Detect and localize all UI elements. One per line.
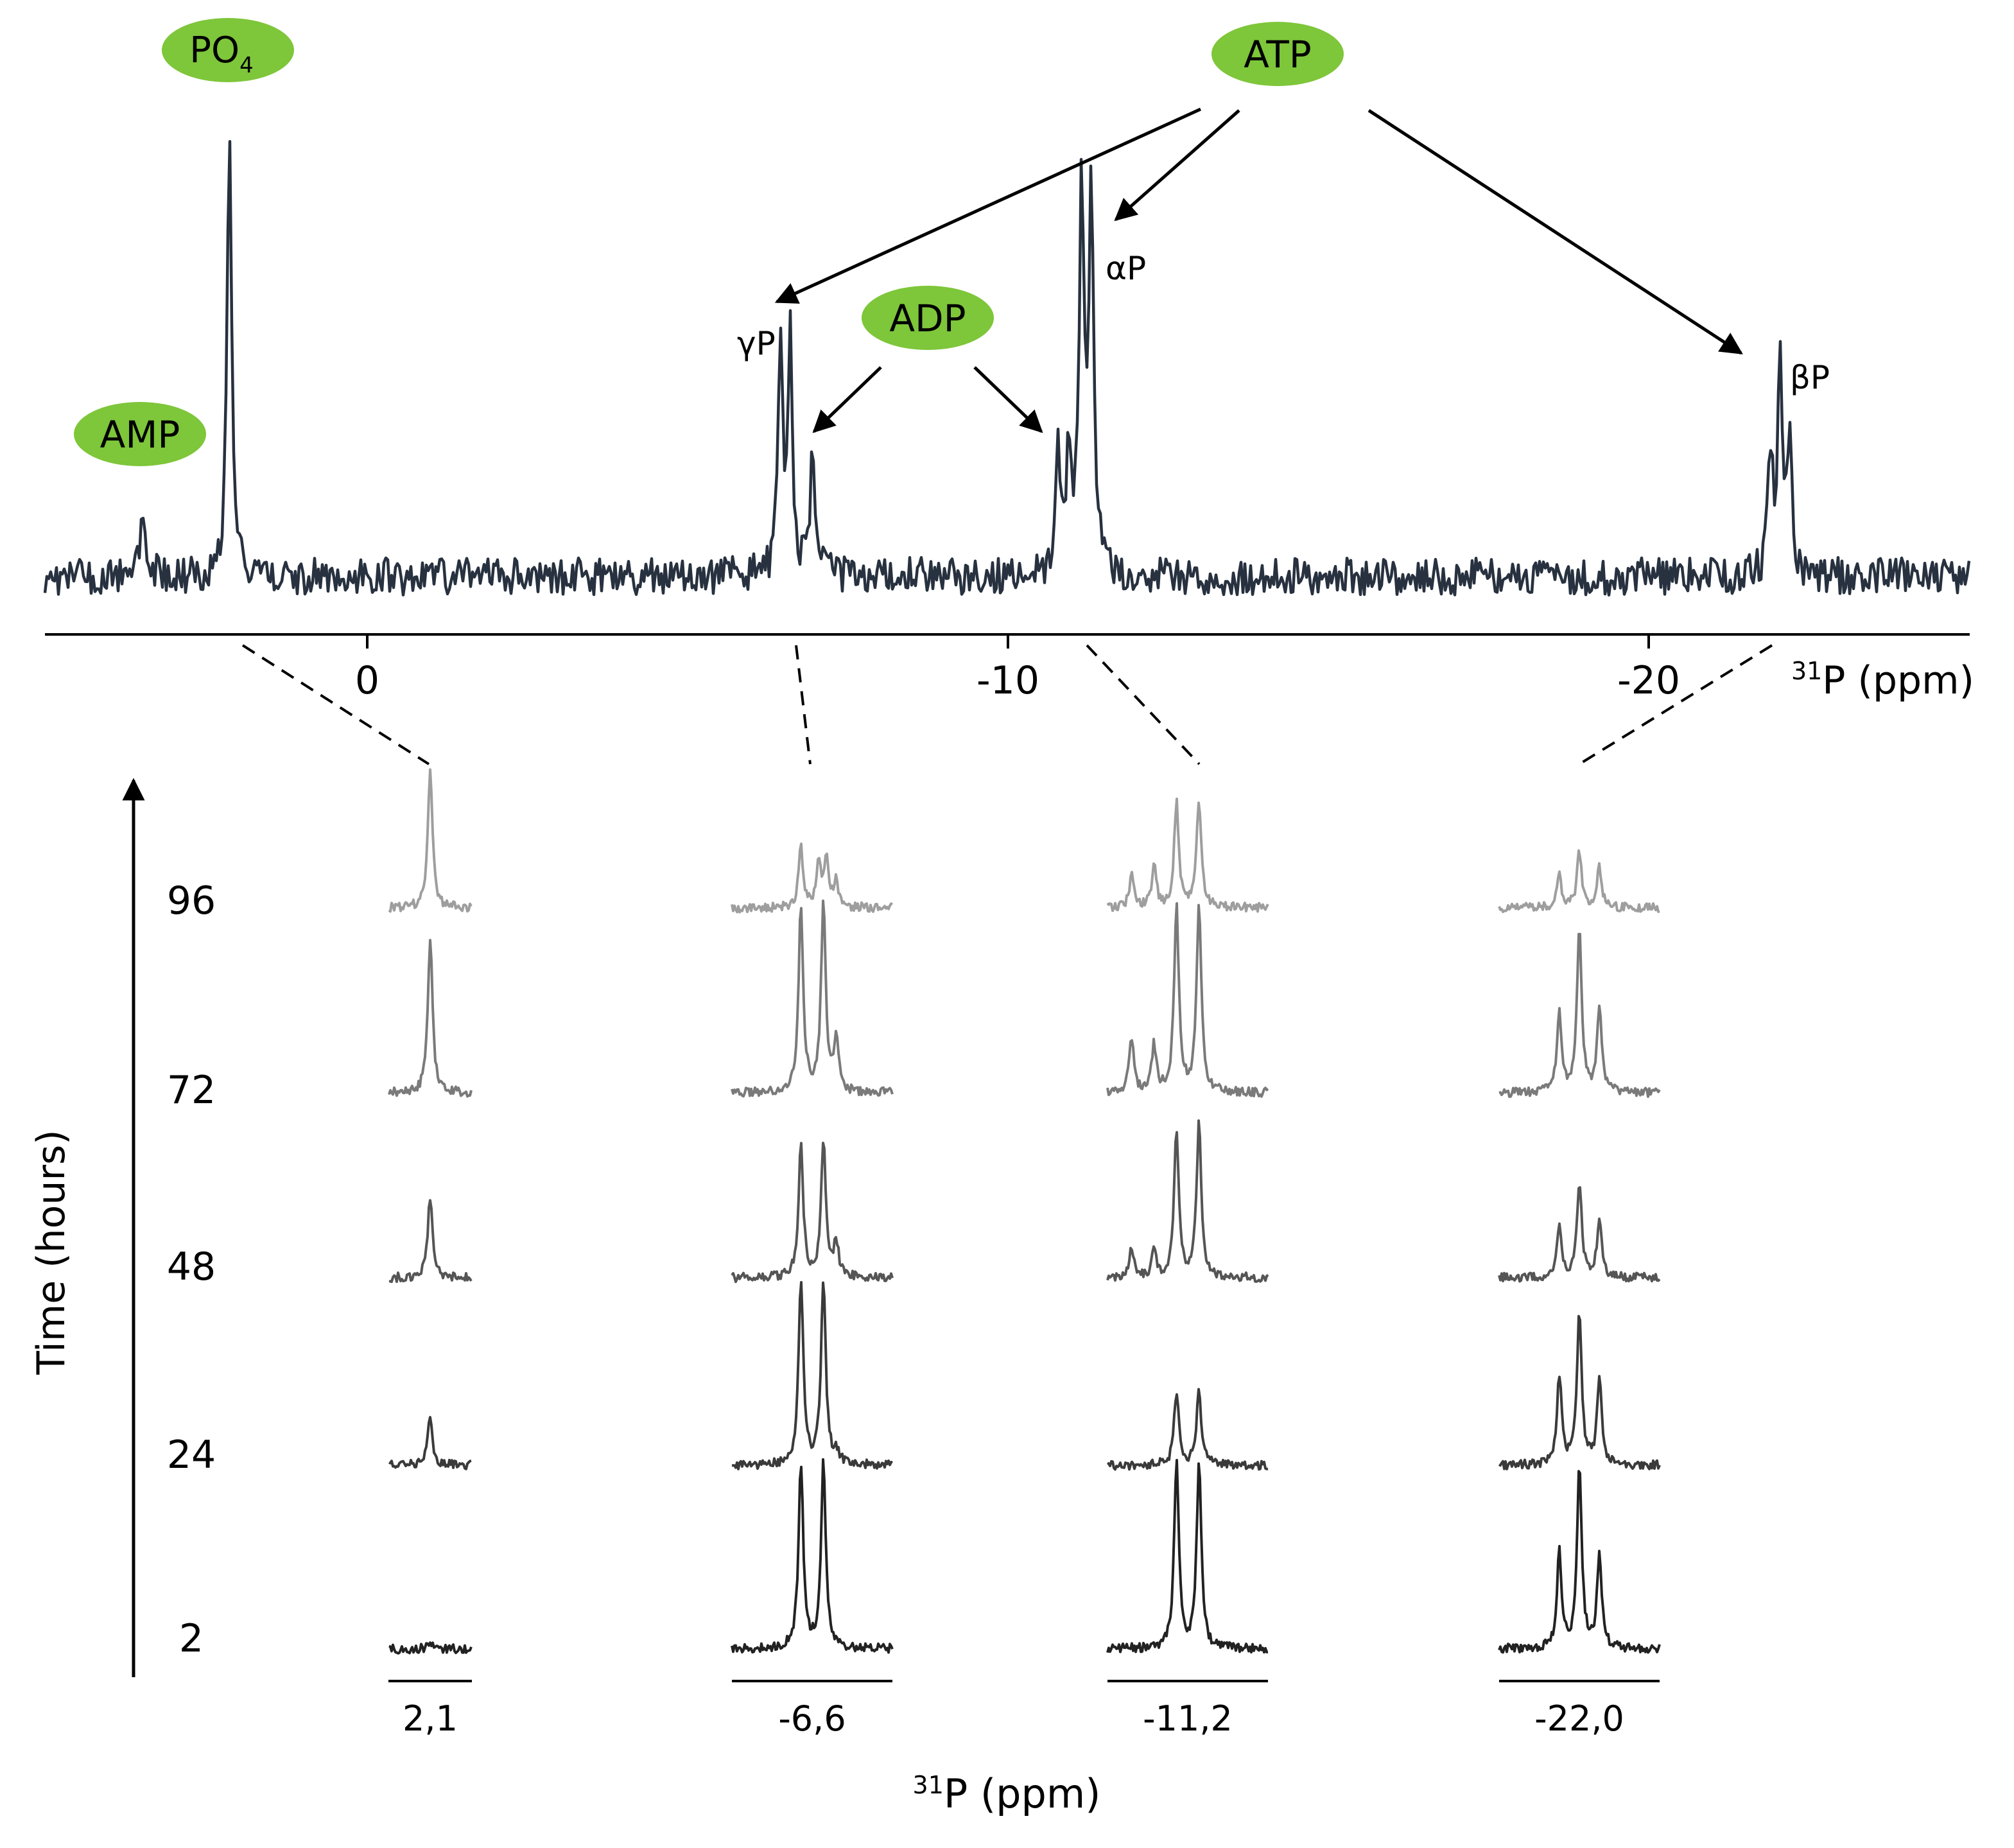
time-tick-2: 2 bbox=[179, 1616, 204, 1661]
alpha-p-label: αP bbox=[1106, 250, 1146, 287]
atp-badge: ATP bbox=[1211, 22, 1344, 86]
po4-badge-label-main: PO bbox=[189, 30, 239, 71]
amp-badge-label: AMP bbox=[100, 413, 180, 457]
beta-p-label: βP bbox=[1790, 359, 1830, 396]
top-x-axis-ticks bbox=[366, 634, 1650, 649]
subspectrum-window0-t48 bbox=[388, 1199, 473, 1284]
subspectrum-window3-t2 bbox=[1498, 1470, 1661, 1654]
bottom-x-axis-label-text: P (ppm) bbox=[944, 1770, 1101, 1817]
atp-to-gamma-arrow bbox=[774, 107, 1202, 304]
connector-po4 bbox=[241, 644, 430, 765]
top-spectrum-trace bbox=[43, 140, 1971, 597]
subspectrum-window3-t72 bbox=[1498, 932, 1661, 1098]
po4-badge: PO4 bbox=[162, 18, 294, 82]
bottom-x-axis-label-superscript: 31 bbox=[913, 1771, 944, 1799]
subspectrum-window2-t72 bbox=[1106, 902, 1269, 1098]
subspectrum-window0-t96 bbox=[388, 768, 473, 913]
subspectrum-window0-t24 bbox=[388, 1416, 472, 1470]
subspectrum-window2-t2 bbox=[1106, 1459, 1269, 1654]
subspectrum-window1-t48 bbox=[731, 1142, 894, 1284]
window-label-po4: 2,1 bbox=[403, 1698, 458, 1739]
subspectrum-window1-t2 bbox=[731, 1458, 894, 1654]
subspectrum-window2-t96 bbox=[1106, 798, 1269, 913]
bottom-x-axis-label: 31P (ppm) bbox=[913, 1770, 1101, 1817]
subspectrum-window1-t72 bbox=[731, 899, 894, 1098]
window-label-alpha: -11,2 bbox=[1143, 1698, 1233, 1739]
adp-badge: ADP bbox=[862, 286, 994, 350]
top-x-tick-label-0: 0 bbox=[355, 658, 379, 703]
time-tick-96: 96 bbox=[167, 878, 216, 923]
window-label-beta: -22,0 bbox=[1534, 1698, 1624, 1739]
connector-beta bbox=[1578, 644, 1773, 765]
subspectrum-window1-t96 bbox=[731, 842, 894, 914]
top-x-tick-label-1: -10 bbox=[977, 658, 1039, 703]
subspectrum-window0-t72 bbox=[388, 939, 473, 1098]
subspectrum-window3-t24 bbox=[1498, 1314, 1661, 1470]
time-tick-48: 48 bbox=[167, 1244, 216, 1289]
time-series-stack bbox=[388, 768, 1661, 1655]
atp-to-beta-arrow bbox=[1367, 109, 1743, 355]
subspectrum-window3-t96 bbox=[1498, 849, 1660, 913]
time-tick-72: 72 bbox=[167, 1068, 216, 1113]
adp-to-gamma-arrow bbox=[812, 366, 882, 433]
time-tick-24: 24 bbox=[167, 1433, 216, 1478]
atp-to-alpha-arrow bbox=[1114, 109, 1240, 222]
po4-badge-label-sub: 4 bbox=[239, 53, 254, 78]
gamma-p-label: γP bbox=[737, 325, 776, 362]
atp-badge-label: ATP bbox=[1244, 33, 1312, 76]
amp-badge: AMP bbox=[74, 402, 206, 466]
subspectrum-window2-t48 bbox=[1106, 1119, 1269, 1283]
subspectrum-window0-t2 bbox=[388, 1641, 473, 1655]
subspectrum-window3-t48 bbox=[1498, 1186, 1661, 1283]
adp-badge-label: ADP bbox=[889, 297, 966, 340]
annotation-arrows bbox=[774, 107, 1743, 433]
time-axis-label: Time (hours) bbox=[29, 1129, 74, 1375]
top-x-axis-label-superscript: 31 bbox=[1791, 657, 1822, 685]
subspectrum-window1-t24 bbox=[732, 1281, 893, 1470]
top-x-tick-label-2: -20 bbox=[1617, 658, 1680, 703]
top-x-axis-label-text: P (ppm) bbox=[1822, 658, 1974, 703]
zoom-connector-lines bbox=[241, 644, 1773, 765]
connector-gamma bbox=[795, 645, 812, 765]
adp-to-alpha-arrow bbox=[973, 366, 1043, 433]
subspectrum-window2-t24 bbox=[1106, 1388, 1269, 1471]
connector-alpha bbox=[1086, 644, 1201, 765]
top-x-axis-label: 31P (ppm) bbox=[1791, 657, 1974, 703]
window-label-gamma: -6,6 bbox=[778, 1698, 846, 1739]
po4-badge-label: PO4 bbox=[189, 30, 254, 78]
